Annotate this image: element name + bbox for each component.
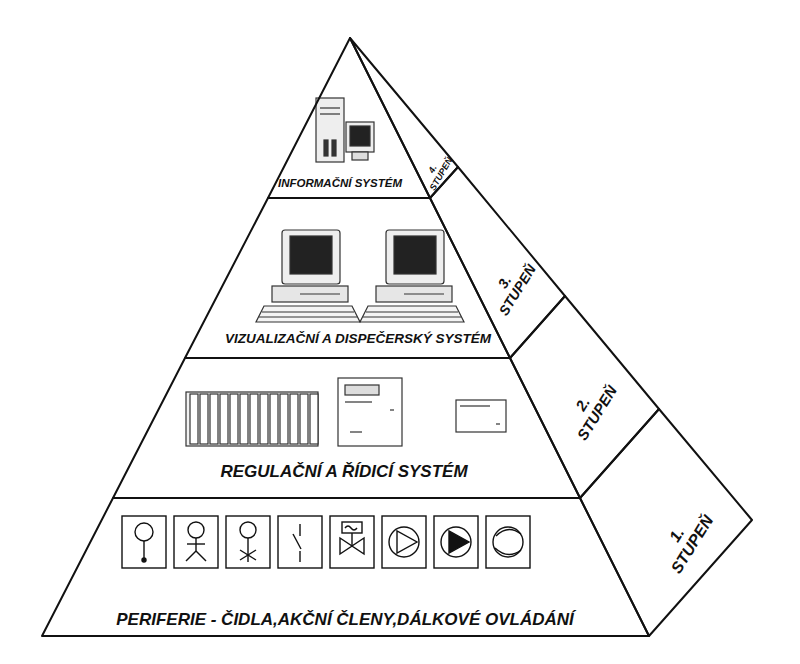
level-band: 2. STUPEŇ xyxy=(510,296,659,498)
band-title: PERIFERIE - ČIDLA,AKČNÍ ČLENY,DÁLKOVÉ OV… xyxy=(116,611,573,630)
field-symbols xyxy=(122,516,530,568)
system-band: INFORMAČNÍ SYSTÉM xyxy=(268,38,430,198)
band-outline xyxy=(430,167,565,358)
workstation-icon xyxy=(360,230,464,322)
band-title: VIZUALIZAČNÍ A DISPEČERSKÝ SYSTÉM xyxy=(225,332,491,347)
level-band: 3. STUPEŇ xyxy=(430,167,565,358)
workstation-icon xyxy=(256,230,360,322)
band-title: REGULAČNÍ A ŘÍDICÍ SYSTÉM xyxy=(220,463,467,482)
controller-panel xyxy=(338,378,506,446)
band-outline xyxy=(268,38,430,198)
system-band: REGULAČNÍ A ŘÍDICÍ SYSTÉM xyxy=(113,358,580,498)
level-label: 3. STUPEŇ xyxy=(481,249,543,322)
system-band: VIZUALIZAČNÍ A DISPEČERSKÝ SYSTÉM xyxy=(185,198,510,358)
controller-rack xyxy=(186,392,318,446)
level-band: 1. STUPEŇ xyxy=(580,409,752,636)
level-band: 4. STUPEŇ xyxy=(350,38,458,198)
level-label: 2. STUPEŇ xyxy=(557,369,623,448)
system-band: PERIFERIE - ČIDLA,AKČNÍ ČLENY,DÁLKOVÉ OV… xyxy=(42,498,649,636)
band-title: INFORMAČNÍ SYSTÉM xyxy=(278,177,402,190)
band-outline xyxy=(580,409,752,636)
server-icon xyxy=(316,98,374,162)
